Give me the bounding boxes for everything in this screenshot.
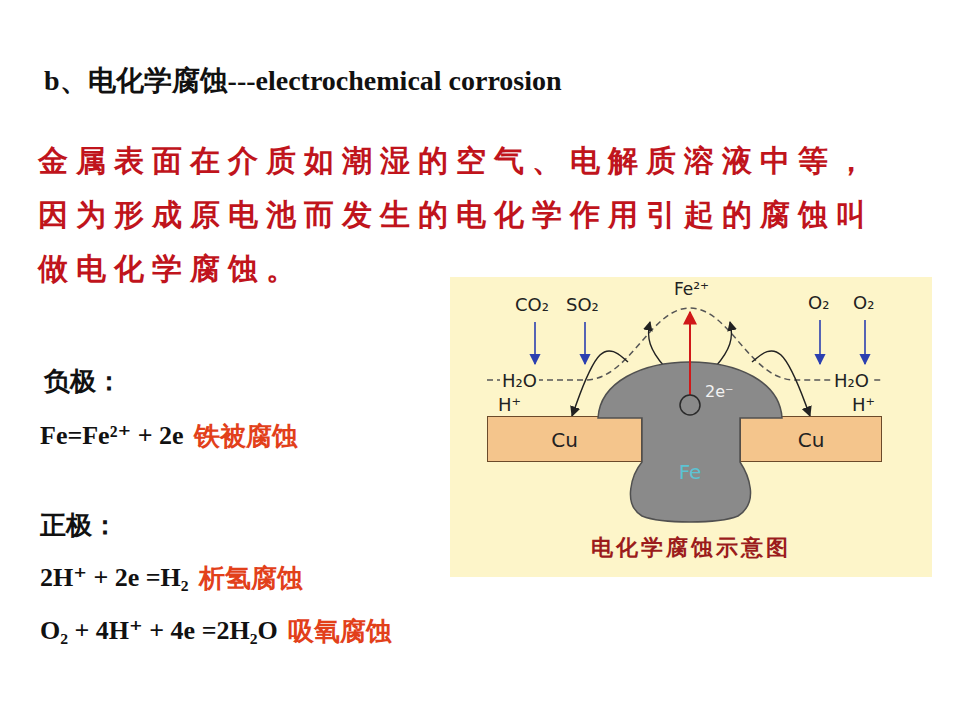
half-reaction: 2H⁺ + 2e =H₂ — [40, 562, 189, 593]
reaction-note: 析氢腐蚀 — [199, 561, 303, 596]
electrode-heading: 负极： — [44, 364, 122, 399]
metal-label: Fe — [598, 460, 782, 484]
electrode-heading: 正极： — [40, 508, 118, 543]
gas-label: SO₂ — [566, 294, 599, 315]
copper-plate: Cu — [487, 416, 642, 462]
reaction-note: 铁被腐蚀 — [194, 419, 298, 454]
copper-plate: Cu — [740, 416, 882, 462]
gas-label: O₂ — [853, 292, 874, 313]
reaction-note: 吸氧腐蚀 — [288, 614, 392, 649]
illustration-panel: 电化学腐蚀示意图 CuFe Cu — [450, 277, 932, 577]
ion-label: H⁺ — [498, 394, 521, 415]
metal-label: Cu — [741, 428, 881, 452]
water-label: H₂O — [500, 370, 539, 391]
electron-label: 2e⁻ — [705, 382, 733, 401]
gas-arrow — [864, 320, 866, 364]
water-label: H₂O — [832, 370, 871, 391]
figure-caption: 电化学腐蚀示意图 — [450, 533, 932, 563]
ion-arrow — [649, 322, 664, 366]
half-reaction: Fe=Fe²⁺ + 2e — [40, 420, 184, 451]
gas-arrow — [534, 322, 536, 364]
illustration-panel — [450, 277, 932, 577]
half-reaction: O₂ + 4H⁺ + 4e =2H₂O — [40, 615, 278, 646]
iron-outline — [598, 362, 782, 522]
metal-label: Cu — [488, 428, 641, 452]
ion-release-arrow — [689, 312, 691, 395]
iron-body: Fe — [598, 362, 782, 522]
gas-label: CO₂ — [515, 294, 549, 315]
ion-label: H⁺ — [852, 394, 875, 415]
gas-arrow — [819, 320, 821, 364]
gas-label: O₂ — [808, 292, 829, 313]
ion-label: Fe²⁺ — [674, 279, 709, 299]
electron-symbol — [680, 395, 700, 415]
definition-text: 金属表面在介质如潮湿的空气、电解质溶液中等， 因为形成原电池而发生的电化学作用引… — [38, 134, 918, 296]
gas-arrow — [584, 322, 586, 364]
ion-arrow — [716, 322, 731, 366]
slide-title: b、电化学腐蚀---electrochemical corrosion — [44, 62, 562, 100]
